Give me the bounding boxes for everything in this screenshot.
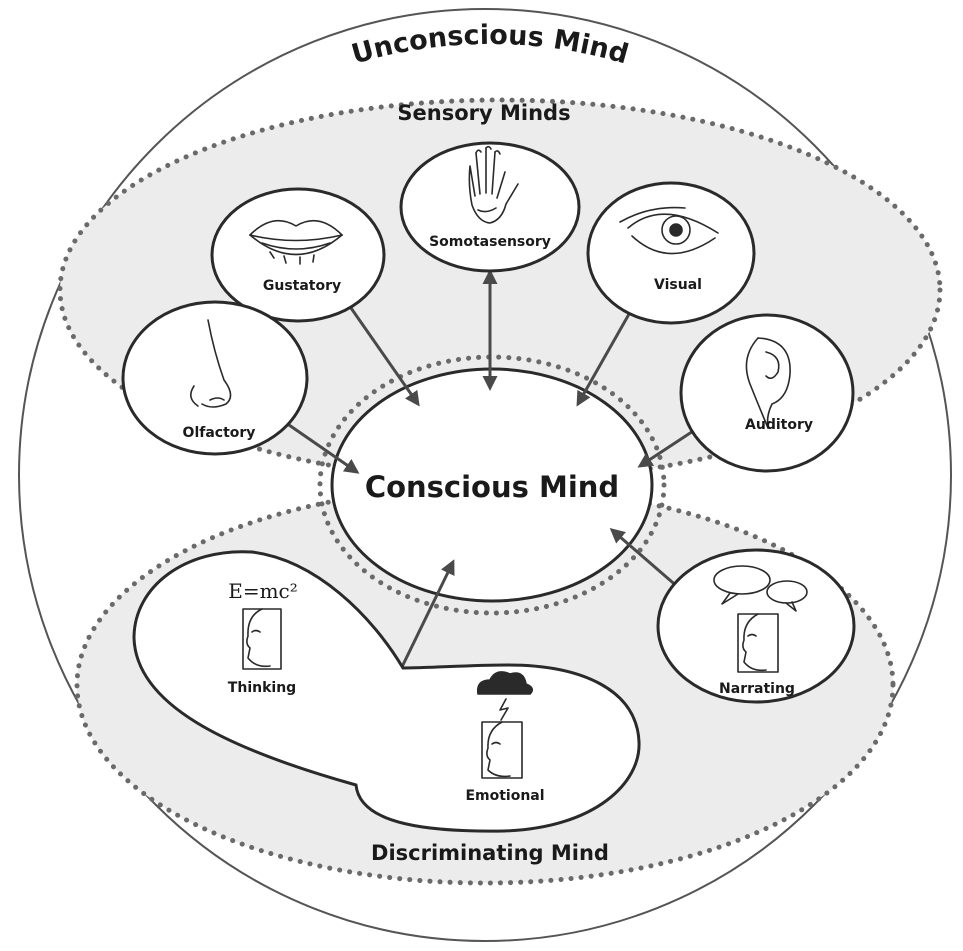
node-label: Olfactory bbox=[183, 425, 256, 441]
lips-icon bbox=[249, 219, 343, 265]
arrow-visual bbox=[576, 297, 639, 407]
conscious-mind-label: Conscious Mind bbox=[365, 470, 619, 504]
node-label: Narrating bbox=[719, 681, 795, 697]
node-label: Auditory bbox=[745, 417, 813, 433]
node-somotasensory: Somotasensory bbox=[399, 141, 581, 273]
node-label: Gustatory bbox=[263, 278, 341, 294]
arrow-olfactory bbox=[273, 414, 360, 474]
node-thinking: E=mc² Thinking bbox=[228, 579, 298, 696]
node-label: Somotasensory bbox=[429, 234, 551, 250]
thinking-emotional-bubble bbox=[132, 550, 641, 833]
node-emotional: Emotional bbox=[465, 671, 545, 804]
node-olfactory: Olfactory bbox=[121, 300, 309, 456]
head-formula-icon bbox=[242, 608, 282, 670]
arrow-gustatory bbox=[342, 295, 420, 407]
node-label: Visual bbox=[654, 277, 702, 293]
node-visual: Visual bbox=[586, 181, 756, 325]
head-speech-bubbles-icon bbox=[713, 565, 808, 673]
eye-icon bbox=[619, 206, 719, 255]
node-narrating: Narrating bbox=[656, 548, 856, 704]
nose-icon bbox=[190, 319, 232, 408]
ear-icon bbox=[745, 337, 791, 429]
sensory-minds-label: Sensory Minds bbox=[397, 101, 570, 125]
node-label: Emotional bbox=[465, 788, 544, 804]
node-gustatory: Gustatory bbox=[210, 187, 386, 323]
node-auditory: Auditory bbox=[679, 313, 855, 473]
hand-icon bbox=[468, 145, 519, 224]
discriminating-mind-label: Discriminating Mind bbox=[371, 841, 609, 865]
formula-text: E=mc² bbox=[228, 579, 298, 603]
node-thinking-emotional bbox=[132, 550, 641, 833]
node-label: Thinking bbox=[228, 680, 296, 696]
conscious-mind-halo bbox=[317, 354, 667, 616]
head-storm-cloud-icon bbox=[476, 671, 534, 779]
